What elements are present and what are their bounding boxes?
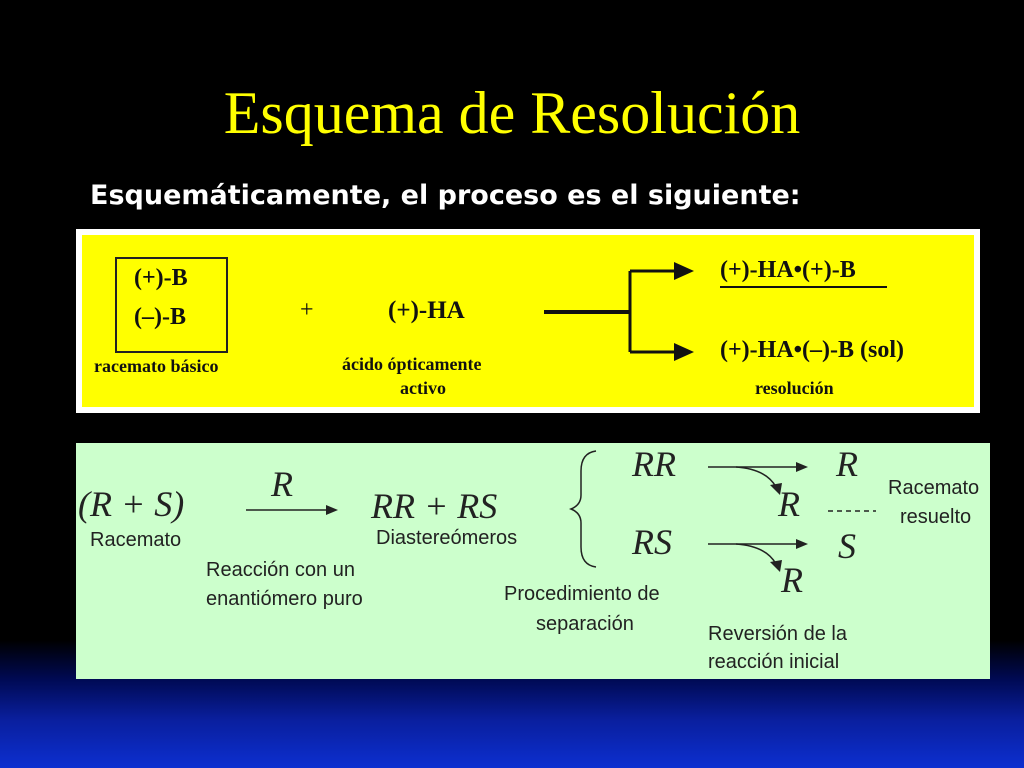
resolution-scheme-lines (115, 257, 887, 361)
reversion-label-line2: reacción inicial (708, 651, 840, 673)
acid-formula: (+)-HA (388, 297, 465, 324)
racemate-box (115, 257, 228, 353)
bottom-arrowhead (796, 539, 808, 549)
reaction-label-line1: Reacción con un (206, 559, 355, 581)
separation-label-line1: Procedimiento de (504, 583, 660, 605)
slide-title: Esquema de Resolución (223, 80, 801, 146)
general-scheme-panel: (R + S) Racemato R Reacción con un enant… (76, 443, 990, 679)
reversion-label-line1: Reversión de la (708, 623, 847, 645)
reverted-bottom: R (781, 560, 803, 600)
diastereomers-formula: RR + RS (371, 486, 498, 526)
acid-label-line2: activo (400, 378, 446, 398)
reaction-label-line2: enantiómero puro (206, 588, 363, 610)
acid-label-line1: ácido ópticamente (342, 354, 482, 374)
racemate-top: (+)-B (134, 265, 188, 291)
racemate-bottom: (–)-B (134, 304, 186, 330)
bottom-curved-arrowhead (770, 560, 782, 572)
resolution-scheme-panel: (+)-B (–)-B racemato básico + (+)-HA áci… (76, 229, 980, 413)
racemate-caption: Racemato (90, 529, 182, 551)
branch-bottom-arrowhead (674, 343, 694, 361)
general-scheme-lines (246, 450, 876, 572)
diastereomers-caption: Diastereómeros (376, 527, 518, 549)
racemate-formula: (R + S) (78, 484, 185, 524)
resolution-scheme-background: (+)-B (–)-B racemato básico + (+)-HA áci… (82, 235, 974, 407)
separation-brace (568, 450, 597, 568)
resolved-label-line2: resuelto (900, 506, 972, 528)
top-arrowhead (796, 462, 808, 472)
top-curved-arrowhead (770, 483, 782, 495)
branch-top-arrowhead (674, 262, 694, 280)
resolved-bottom: S (838, 526, 856, 566)
resolved-label-line1: Racemato (888, 477, 980, 499)
resolution-label: resolución (755, 378, 834, 398)
separation-label-line2: separación (536, 613, 634, 635)
reaction-arrowhead (326, 505, 338, 515)
bottom-curved-arrow (735, 543, 777, 565)
product-top: (+)-HA•(+)-B (720, 257, 856, 283)
racemate-label: racemato básico (94, 356, 219, 376)
product-bottom: (+)-HA•(–)-B (sol) (720, 337, 905, 363)
reagent-symbol: R (271, 464, 293, 504)
slide-subtitle: Esquemáticamente, el proceso es el sigui… (90, 180, 801, 211)
reverted-top: R (778, 484, 800, 524)
plus-sign: + (300, 297, 314, 323)
resolved-top: R (836, 444, 858, 484)
separated-bottom: RS (632, 522, 672, 562)
separated-top: RR (632, 444, 676, 484)
top-curved-arrow (735, 466, 777, 488)
